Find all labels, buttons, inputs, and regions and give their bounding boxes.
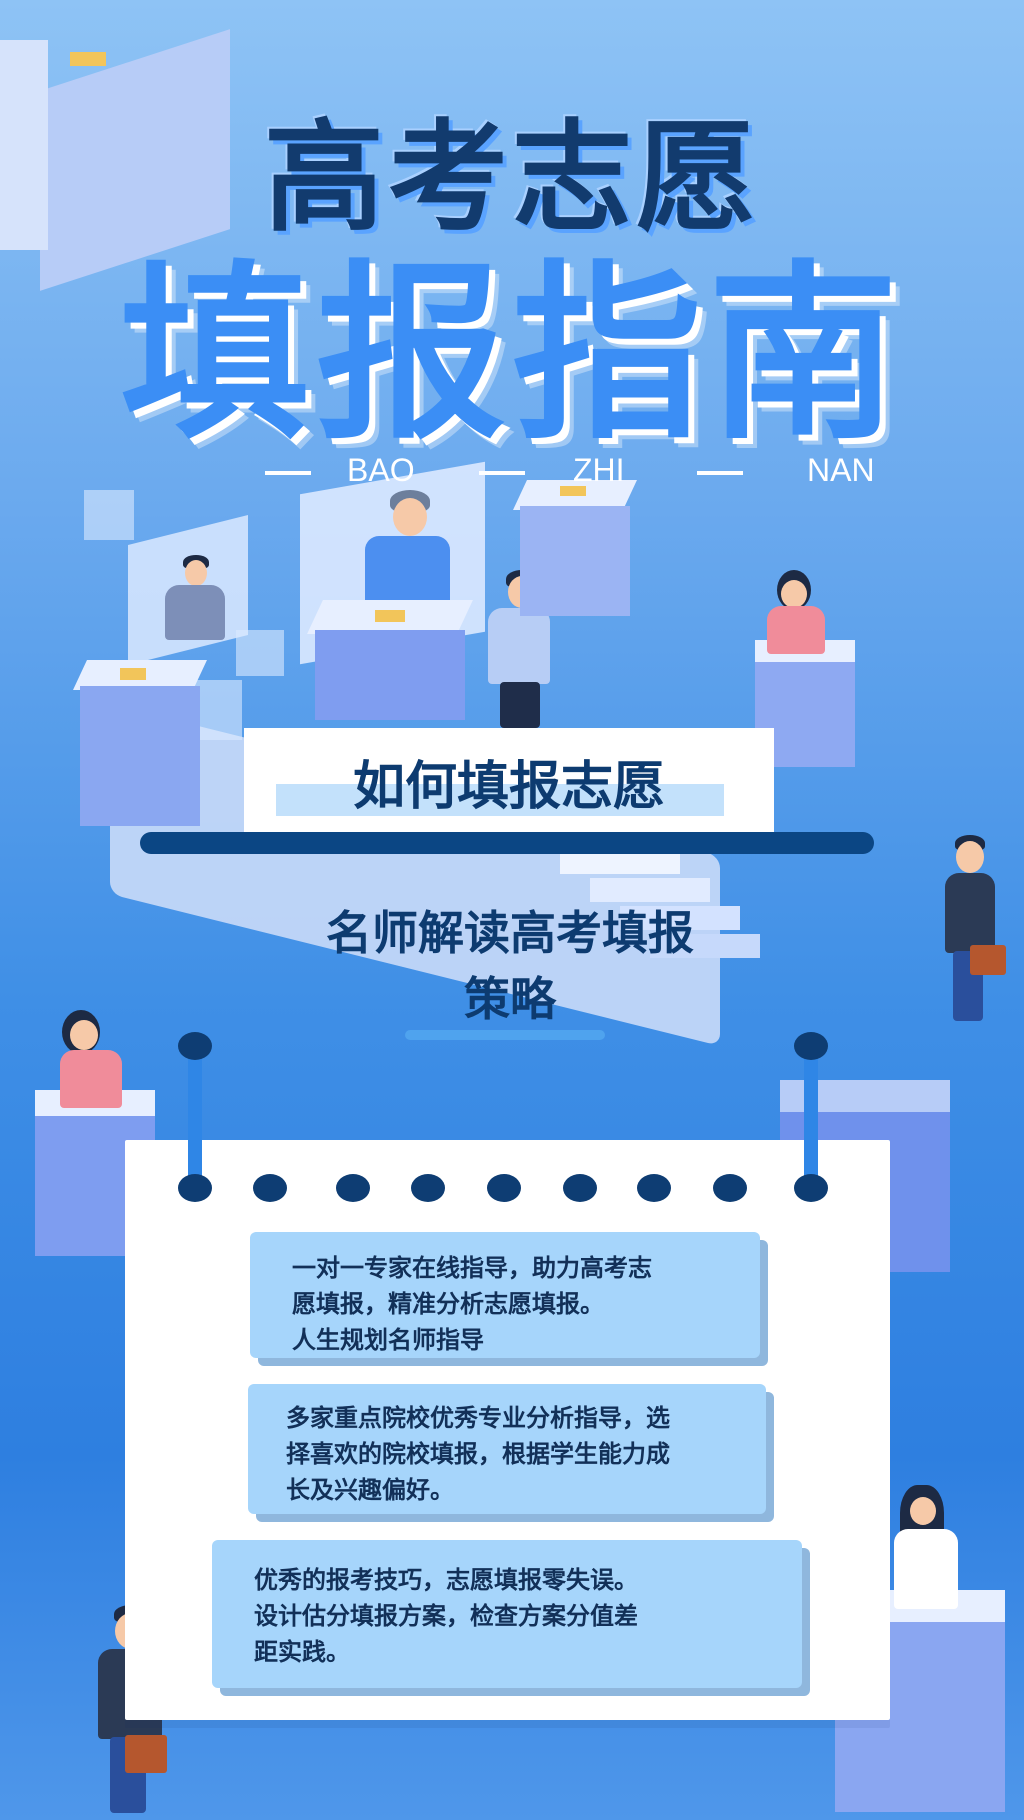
pinyin-row: BAO ZHI NAN: [265, 452, 905, 492]
video-screen-tiny: [84, 490, 134, 540]
subtitle-line-2: 策略: [464, 972, 556, 1026]
info-card-1: 一对一专家在线指导，助力高考志 愿填报，精准分析志愿填报。 人生规划名师指导: [250, 1232, 760, 1358]
info-card-line: 优秀的报考技巧，志愿填报零失误。: [254, 1566, 638, 1594]
dash-divider: [697, 471, 743, 475]
heading-underline-bar: [140, 832, 874, 854]
dash-divider: [265, 471, 311, 475]
binder-hole: [253, 1174, 287, 1202]
info-card-line: 愿填报，精准分析志愿填报。: [292, 1290, 604, 1318]
book-stack-icon: [307, 600, 475, 720]
person-icon: [40, 1010, 130, 1120]
heading-highlight: [276, 784, 724, 816]
info-card-line: 择喜欢的院校填报，根据学生能力成: [286, 1440, 670, 1468]
binder-hole: [411, 1174, 445, 1202]
video-screen-tiny: [236, 630, 284, 676]
section-subtitle: 名师解读高考填报 策略: [290, 900, 730, 1032]
heading-card: 如何填报志愿: [244, 728, 774, 834]
info-card-3: 优秀的报考技巧，志愿填报零失误。 设计估分填报方案，检查方案分值差 距实践。: [212, 1540, 802, 1688]
binder-ring-left: [188, 1040, 202, 1190]
dash-divider: [479, 471, 525, 475]
pinyin-bao: BAO: [347, 452, 415, 488]
briefcase-icon: [125, 1735, 167, 1773]
info-card-line: 一对一专家在线指导，助力高考志: [292, 1254, 652, 1282]
info-card-line: 人生规划名师指导: [292, 1326, 484, 1354]
book-stack-icon: [513, 480, 640, 620]
pinyin-nan: NAN: [807, 452, 875, 488]
info-card-line: 长及兴趣偏好。: [286, 1476, 454, 1504]
binder-hole: [336, 1174, 370, 1202]
staircase: [560, 850, 760, 1010]
person-icon: [755, 570, 835, 660]
pinyin-zhi: ZHI: [573, 452, 625, 488]
briefcase-icon: [970, 945, 1006, 975]
info-card-line: 距实践。: [254, 1638, 350, 1666]
person-icon: [165, 555, 225, 645]
title-main: 填报指南: [119, 244, 904, 465]
person-icon: [935, 835, 1005, 1025]
binder-ring-cap: [794, 1032, 828, 1060]
person-icon: [880, 1485, 970, 1615]
subtitle-line-1: 名师解读高考填报: [326, 906, 694, 960]
binder-ring-right: [804, 1040, 818, 1190]
book-stack-icon: [0, 0, 240, 291]
handshake-icon: [470, 570, 560, 730]
binder-hole: [713, 1174, 747, 1202]
book-stack-icon: [73, 660, 210, 830]
binder-hole: [563, 1174, 597, 1202]
subtitle-underline: [405, 1030, 605, 1040]
binder-ring-cap: [178, 1032, 212, 1060]
title-top: 高考志愿: [264, 109, 760, 248]
info-card-2: 多家重点院校优秀专业分析指导，选 择喜欢的院校填报，根据学生能力成 长及兴趣偏好…: [248, 1384, 766, 1514]
binder-hole: [487, 1174, 521, 1202]
binder-hole: [637, 1174, 671, 1202]
info-card-line: 设计估分填报方案，检查方案分值差: [254, 1602, 638, 1630]
info-card-line: 多家重点院校优秀专业分析指导，选: [286, 1404, 670, 1432]
binder-hole: [178, 1174, 212, 1202]
section-heading: 如何填报志愿: [352, 757, 665, 817]
binder-hole: [794, 1174, 828, 1202]
